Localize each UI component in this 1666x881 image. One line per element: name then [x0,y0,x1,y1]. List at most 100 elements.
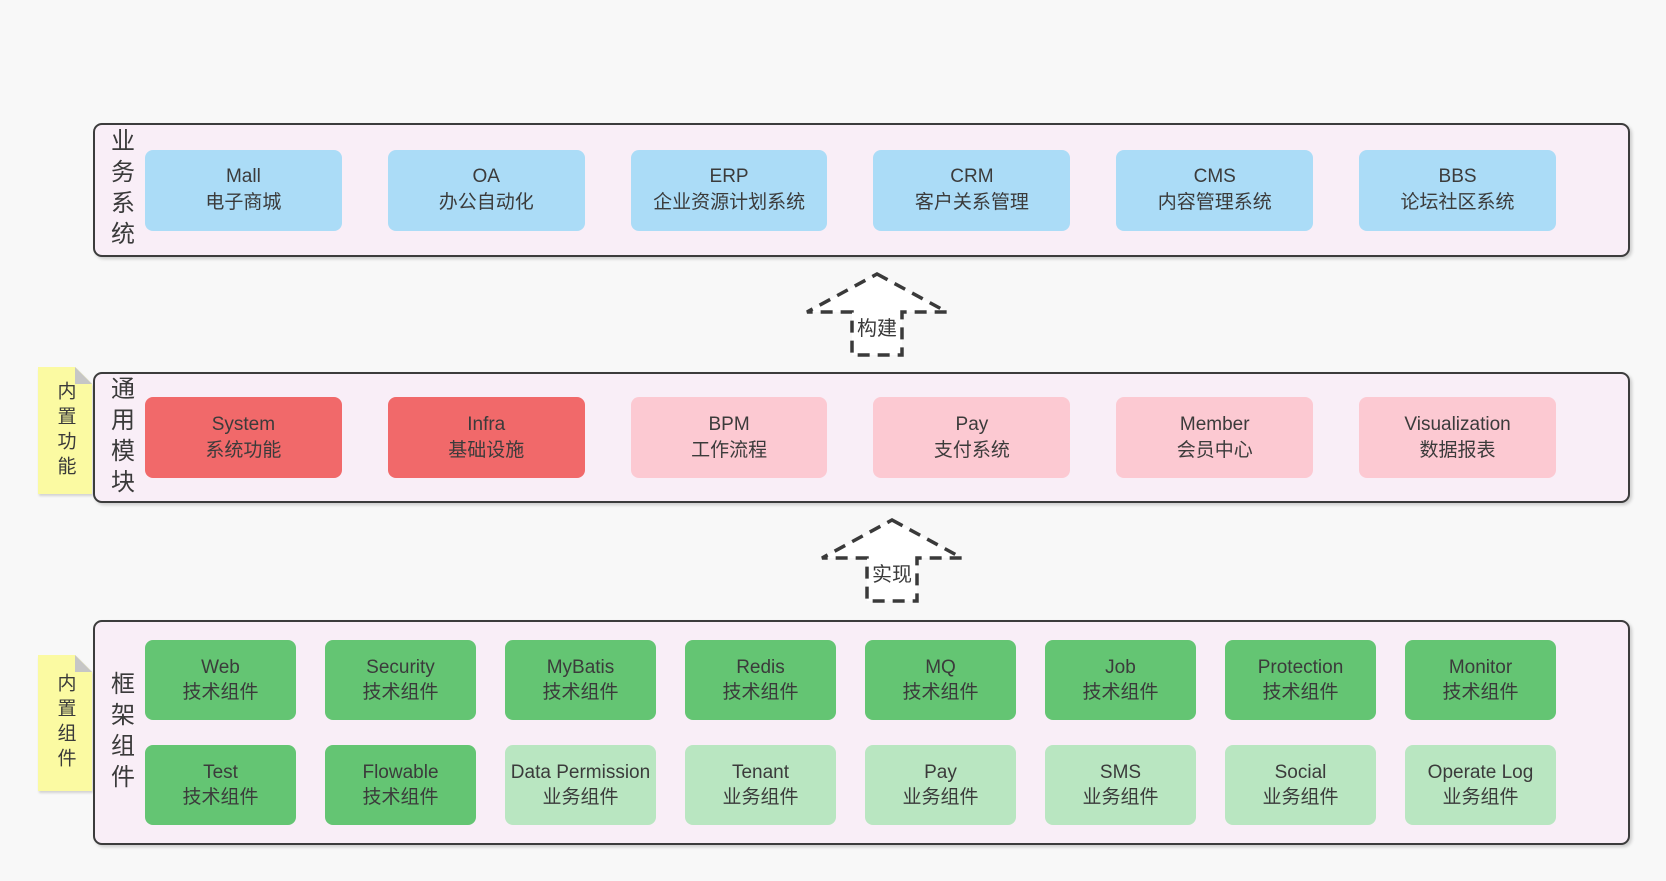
box-job: Job 技术组件 [1045,640,1196,720]
box-title: Infra [467,413,506,435]
box-mybatis: MyBatis 技术组件 [505,640,656,720]
modules-boxes-row: System 系统功能 Infra 基础设施 BPM 工作流程 Pay 支付系统… [145,374,1628,501]
box-title: Mall [225,166,261,187]
box-subtitle: 支付系统 [933,439,1010,461]
box-title: Pay [924,762,957,783]
layer-framework-components: 框架组件 Web 技术组件 Security 技术组件 MyBatis 技术组件… [93,620,1630,845]
box-subtitle: 内容管理系统 [1157,192,1272,213]
box-title: SMS [1099,762,1142,783]
business-boxes-row: Mall 电子商城 OA 办公自动化 ERP 企业资源计划系统 CRM 客户关系… [145,125,1628,255]
box-title: BPM [708,413,750,435]
box-title: CRM [950,166,994,187]
box-title: Operate Log [1427,762,1534,783]
box-subtitle: 技术组件 [722,682,799,703]
box-subtitle: 技术组件 [1442,682,1519,703]
box-flowable: Flowable 技术组件 [325,745,476,825]
layer-components-label: 框架组件 [106,670,134,795]
components-grid: Web 技术组件 Security 技术组件 MyBatis 技术组件 Redi… [145,622,1628,843]
box-subtitle: 业务组件 [902,787,979,808]
box-monitor: Monitor 技术组件 [1405,640,1556,720]
box-pay-component: Pay 业务组件 [865,745,1016,825]
layer-label-column: 框架组件 [95,622,145,843]
box-subtitle: 业务组件 [1262,787,1339,808]
box-title: Test [203,762,238,783]
arrow-implement: 实现 [820,516,964,604]
box-erp: ERP 企业资源计划系统 [630,149,828,231]
box-infra: Infra 基础设施 [387,397,585,478]
box-title: Member [1179,413,1250,435]
box-subtitle: 论坛社区系统 [1400,192,1515,213]
box-bpm: BPM 工作流程 [630,397,828,478]
box-visualization: Visualization 数据报表 [1359,397,1556,478]
layer-label-column: 通用模块 [95,374,145,501]
box-title: Monitor [1448,657,1513,678]
box-sms: SMS 业务组件 [1045,745,1196,825]
box-title: MQ [925,657,956,678]
box-subtitle: 企业资源计划系统 [653,192,806,213]
box-system: System 系统功能 [145,397,342,478]
box-data-permission: Data Permission 业务组件 [505,745,656,825]
box-subtitle: 业务组件 [1082,787,1159,808]
components-row-2: Test 技术组件 Flowable 技术组件 Data Permission … [145,745,1556,825]
box-subtitle: 工作流程 [691,439,768,461]
layer-business-label: 业务系统 [106,128,134,252]
box-subtitle: 系统功能 [205,439,282,461]
box-title: Protection [1257,657,1344,678]
arrow-build-label: 构建 [855,312,899,341]
box-subtitle: 数据报表 [1419,439,1496,461]
box-cms: CMS 内容管理系统 [1116,149,1314,231]
box-pay-module: Pay 支付系统 [873,397,1071,478]
box-title: BBS [1438,166,1477,187]
box-mq: MQ 技术组件 [865,640,1016,720]
box-subtitle: 电子商城 [205,192,282,213]
box-subtitle: 业务组件 [722,787,799,808]
box-subtitle: 技术组件 [902,682,979,703]
sticky-note-built-in-features: 内置功能 [38,367,92,494]
box-title: ERP [709,166,749,187]
sticky-note-built-in-components: 内置组件 [38,655,92,791]
box-subtitle: 业务组件 [1442,787,1519,808]
box-title: Flowable [362,762,439,783]
box-subtitle: 办公自动化 [438,192,534,213]
box-subtitle: 技术组件 [1262,682,1339,703]
box-subtitle: 技术组件 [182,787,259,808]
box-protection: Protection 技术组件 [1225,640,1376,720]
layer-modules-label: 通用模块 [106,375,134,500]
layer-business-systems: 业务系统 Mall 电子商城 OA 办公自动化 ERP 企业资源计划系统 CRM… [93,123,1630,257]
box-subtitle: 技术组件 [362,682,439,703]
box-mall: Mall 电子商城 [145,149,342,231]
arrow-build: 构建 [805,270,949,358]
box-subtitle: 客户关系管理 [914,192,1029,213]
box-title: System [211,413,276,435]
box-title: Redis [736,657,785,678]
components-row-1: Web 技术组件 Security 技术组件 MyBatis 技术组件 Redi… [145,640,1556,720]
box-social: Social 业务组件 [1225,745,1376,825]
sticky-label: 内置功能 [54,380,76,481]
box-operate-log: Operate Log 业务组件 [1405,745,1556,825]
box-subtitle: 技术组件 [182,682,259,703]
box-title: OA [472,166,500,187]
box-web: Web 技术组件 [145,640,296,720]
layer-common-modules: 通用模块 System 系统功能 Infra 基础设施 BPM 工作流程 Pay… [93,372,1630,503]
box-subtitle: 业务组件 [542,787,619,808]
arrow-implement-label: 实现 [870,558,914,587]
box-subtitle: 会员中心 [1176,439,1253,461]
box-title: Visualization [1404,413,1511,435]
box-subtitle: 技术组件 [362,787,439,808]
box-title: MyBatis [546,657,615,678]
box-title: Security [366,657,435,678]
box-subtitle: 基础设施 [448,439,525,461]
box-title: CMS [1193,166,1236,187]
box-title: Tenant [731,762,790,783]
box-member: Member 会员中心 [1116,397,1314,478]
box-title: Web [201,657,240,678]
box-subtitle: 技术组件 [1082,682,1159,703]
box-oa: OA 办公自动化 [387,149,585,231]
box-tenant: Tenant 业务组件 [685,745,836,825]
sticky-label: 内置组件 [54,673,76,773]
layer-label-column: 业务系统 [95,125,145,255]
box-test: Test 技术组件 [145,745,296,825]
box-title: Job [1105,657,1136,678]
box-title: Pay [955,413,989,435]
